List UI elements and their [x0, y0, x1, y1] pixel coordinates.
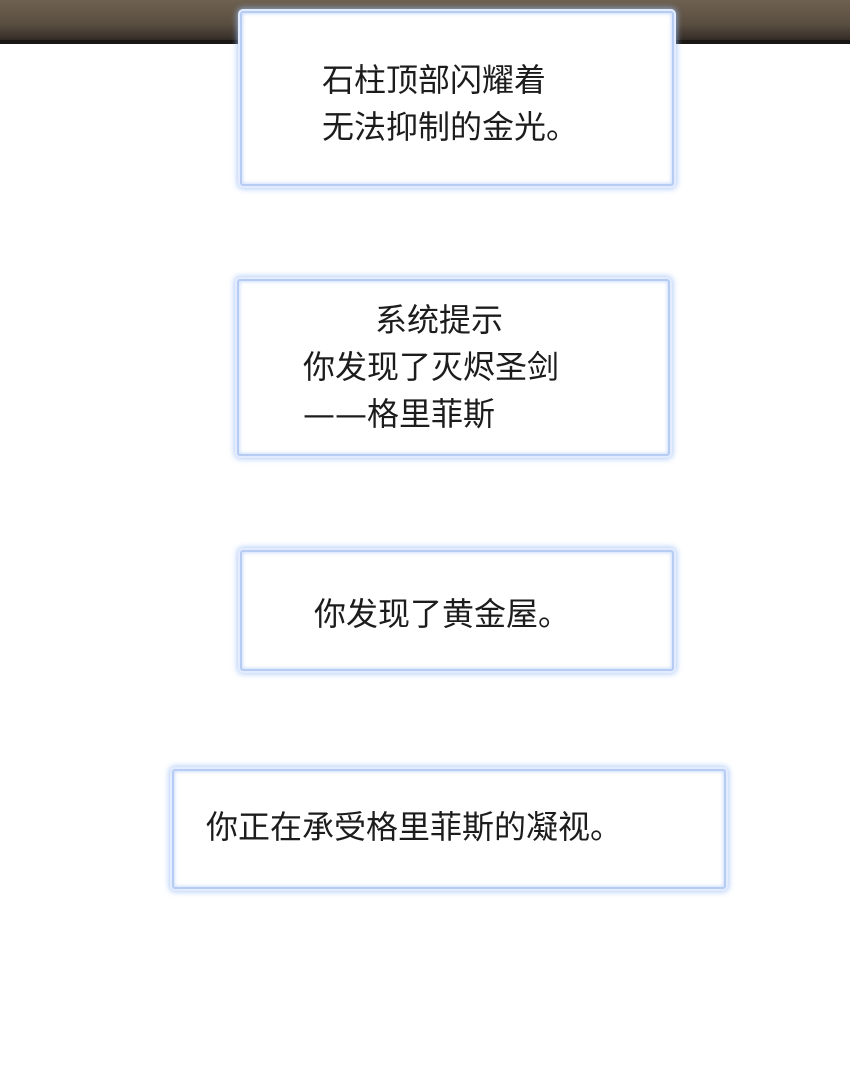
narration-text: 你发现了黄金屋。 — [314, 591, 570, 638]
narration-line: 无法抑制的金光。 — [322, 108, 579, 146]
narration-text: 你正在承受格里菲斯的凝视。 — [206, 804, 622, 851]
narration-text: 石柱顶部闪耀着 无法抑制的金光。 — [322, 57, 578, 151]
narration-box-golden-light: 石柱顶部闪耀着 无法抑制的金光。 — [240, 11, 674, 186]
system-prompt-line: ——格里菲斯 — [303, 395, 496, 433]
system-prompt-title: 系统提示 — [375, 301, 504, 339]
narration-box-gaze: 你正在承受格里菲斯的凝视。 — [172, 769, 726, 889]
narration-line: 你正在承受格里菲斯的凝视。 — [206, 808, 623, 846]
narration-line: 石柱顶部闪耀着 — [322, 61, 547, 99]
system-prompt-line: 你发现了灭烬圣剑 — [303, 348, 560, 386]
system-prompt-text: 系统提示 你发现了灭烬圣剑 ——格里菲斯 — [303, 297, 559, 438]
system-prompt-box: 系统提示 你发现了灭烬圣剑 ——格里菲斯 — [237, 279, 670, 456]
narration-box-golden-house: 你发现了黄金屋。 — [240, 550, 674, 671]
narration-line: 你发现了黄金屋。 — [314, 595, 571, 633]
